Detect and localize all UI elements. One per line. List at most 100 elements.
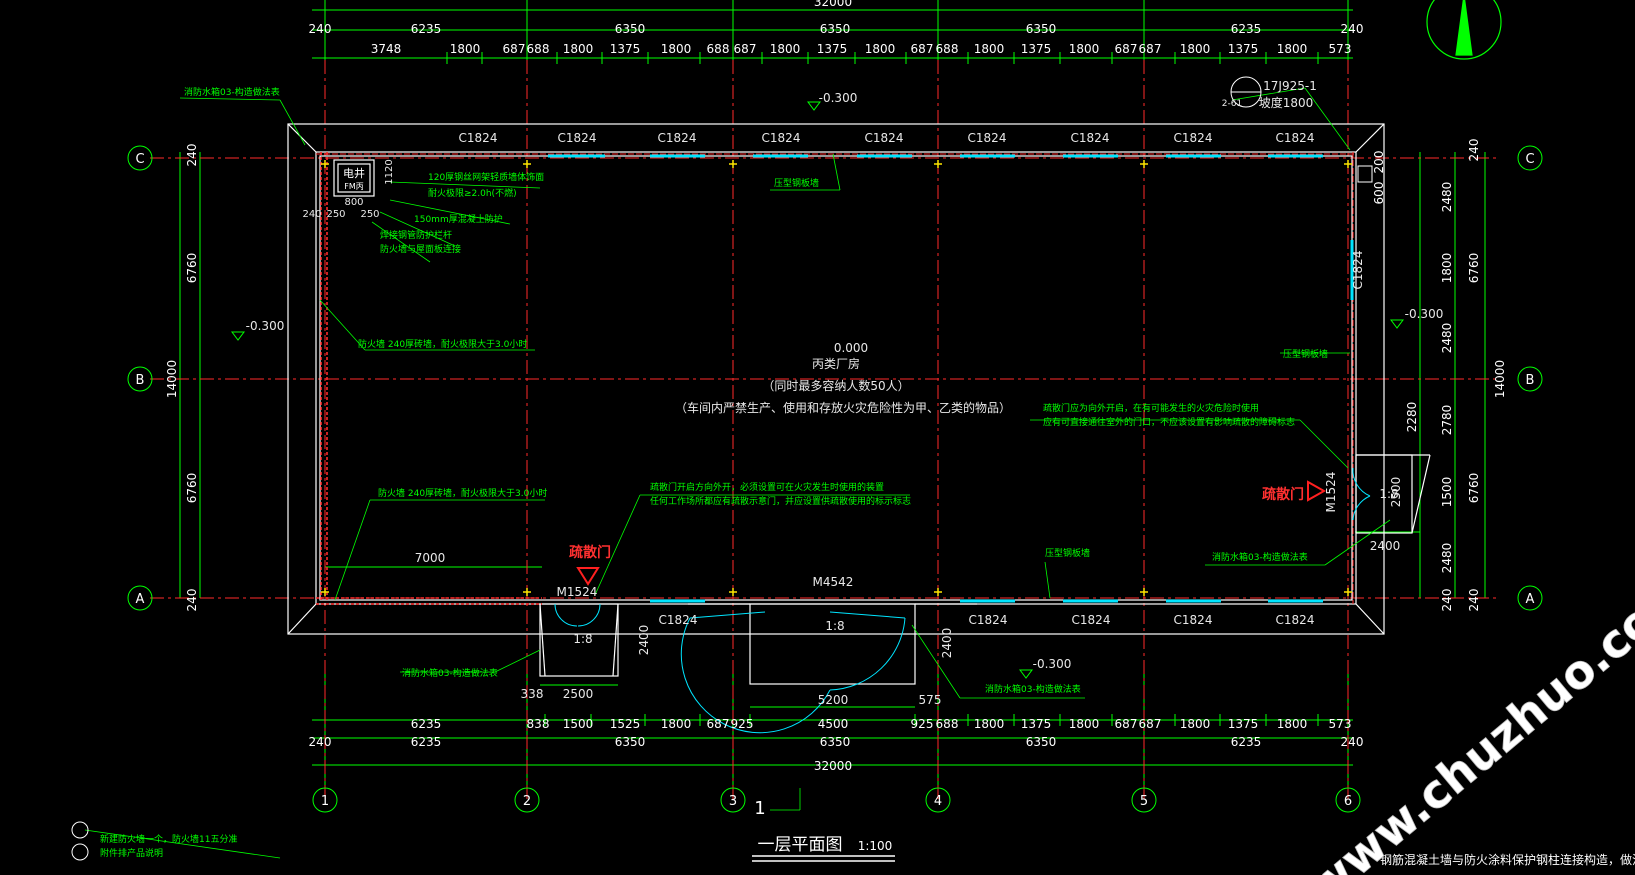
dim-bottom-sub: 1500	[563, 717, 594, 731]
dim-top-row: 6235	[1231, 22, 1262, 36]
dim-top-sub: 573	[1329, 42, 1352, 56]
dim-top-sub: 1800	[563, 42, 594, 56]
column-bubble	[925, 787, 951, 813]
row-axis-label-left: C	[135, 152, 144, 167]
door-label-left: M1524	[557, 585, 598, 599]
index-text: 坡度1800	[1259, 95, 1314, 110]
row-bubble-right	[1517, 145, 1543, 171]
note-8: 防火墙 240厚砖墙，耐火极限大于3.0小时	[378, 487, 547, 499]
dim-left: 6760	[185, 473, 199, 504]
level-marks	[231, 101, 1404, 679]
dim-right-total: 14000	[1493, 360, 1507, 398]
dim-top-sub: 1800	[974, 42, 1005, 56]
dim-bottom-total: 32000	[814, 759, 852, 773]
dim-top-sub: 3748	[371, 42, 402, 56]
index-symbol	[1230, 76, 1262, 108]
window-label-top: C1824	[658, 131, 697, 145]
dim-575: 575	[919, 693, 942, 707]
dim-bottom-sub: 1375	[1228, 717, 1259, 731]
legend-note-1: 新建防火墙一个，防火墙11五分准	[100, 833, 237, 845]
dim-top-sub: 1375	[1228, 42, 1259, 56]
window-marks	[548, 154, 1354, 603]
right-shaft-box	[1357, 165, 1373, 183]
dim-right-inner: 240	[1440, 589, 1454, 612]
note-17: 消防水箱03-构造做法表	[402, 667, 498, 679]
window-label-top: C1824	[968, 131, 1007, 145]
dim-right-mid: 6760	[1467, 253, 1481, 284]
row-bubble-left	[127, 366, 153, 392]
dimension-lines	[179, 0, 1486, 790]
room-name: 丙类厂房	[812, 356, 860, 371]
dim-right-inner: 2780	[1440, 405, 1454, 436]
dim-top-row: 240	[309, 22, 332, 36]
dim-bottom-sub: 1525	[610, 717, 641, 731]
level-right: -0.300	[1405, 307, 1444, 321]
dim-top-sub: 1375	[1021, 42, 1052, 56]
dim-bottom-row: 6350	[820, 735, 851, 749]
dim-shaft-250a: 250	[326, 209, 345, 220]
axis-grid	[150, 60, 1500, 800]
column-axis-label: 5	[1140, 794, 1148, 809]
dim-top-total: 32000	[814, 0, 852, 9]
dim-bottom-sub: 4500	[818, 717, 849, 731]
ramp-slope-main: 1:8	[825, 619, 844, 633]
dim-shaft-1120: 1120	[384, 159, 395, 184]
drawing-scale: 1:100	[858, 839, 893, 853]
drawing-title: 一层平面图	[758, 835, 843, 855]
note-15: 消防水箱03-构造做法表	[1212, 551, 1308, 563]
dim-top-sub: 1800	[450, 42, 481, 56]
dim-bottom-sub: 6235	[411, 717, 442, 731]
dim-bottom-sub: 687	[1115, 717, 1138, 731]
dim-bottom-row: 240	[1341, 735, 1364, 749]
level-bottom: -0.300	[1033, 657, 1072, 671]
dim-door-2400: 2400	[637, 625, 651, 656]
dim-bottom-row: 6235	[1231, 735, 1262, 749]
dim-right-inner: 600	[1372, 182, 1386, 205]
dim-right-inner: 2480	[1440, 323, 1454, 354]
column-bubble	[1335, 787, 1361, 813]
note-9: 压型钢板墙	[774, 177, 819, 189]
dim-left: 240	[185, 144, 199, 167]
dim-338: 338	[521, 687, 544, 701]
dim-right-inner: 2480	[1440, 543, 1454, 574]
note-13: 疏散门开启方向外开，必须设置可在火灾发生时使用的装置	[650, 481, 884, 493]
dim-right-inner: 2280	[1405, 402, 1419, 433]
dim-right-mid: 6760	[1467, 473, 1481, 504]
dim-2500r: 2500	[1389, 477, 1403, 508]
dim-bottom-sub: 687	[707, 717, 730, 731]
window-label-bottom: C1824	[659, 613, 698, 627]
note-5: 焊接钢管防护栏杆	[380, 229, 452, 241]
dim-top-sub: 687	[1115, 42, 1138, 56]
room-elevation: 0.000	[834, 341, 868, 355]
north-arrow	[1426, 0, 1502, 60]
row-axis-label-right: B	[1526, 373, 1535, 388]
window-label-top: C1824	[1174, 131, 1213, 145]
column-axis-label: 3	[729, 794, 737, 809]
firewall	[316, 152, 542, 605]
row-axis-label-left: A	[136, 592, 145, 607]
note-2: 120厚钢丝网架轻质墙体饰面	[428, 171, 544, 183]
window-label-top: C1824	[459, 131, 498, 145]
row-axis-label-right: A	[1526, 592, 1535, 607]
dim-bottom-sub: 688	[936, 717, 959, 731]
dim-top-sub: 1800	[1069, 42, 1100, 56]
exit-markers	[576, 480, 1327, 586]
dim-top-sub: 687	[503, 42, 526, 56]
dim-2400-right: 2400	[1370, 539, 1401, 553]
dim-bottom-sub: 1375	[1021, 717, 1052, 731]
window-label-top: C1824	[1071, 131, 1110, 145]
electrical-shaft	[333, 159, 375, 197]
room-hazard: （车间内严禁生产、使用和存放火灾危险性为甲、乙类的物品）	[675, 400, 1011, 415]
dim-bottom-sub: 925	[731, 717, 754, 731]
window-label-bottom: C1824	[1174, 613, 1213, 627]
legend-note-2: 附件排产品说明	[100, 847, 163, 859]
exit-door-label-left: 疏散门	[569, 544, 611, 561]
dim-top-sub: 1800	[865, 42, 896, 56]
legend-symbols	[71, 821, 89, 861]
dim-right-mid: 240	[1467, 139, 1481, 162]
note-3: 耐火极限≥2.0h(不燃)	[428, 187, 517, 199]
